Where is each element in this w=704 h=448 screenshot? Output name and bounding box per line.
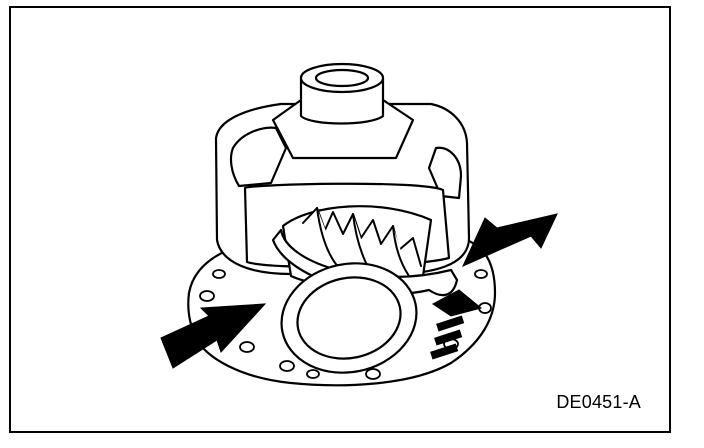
dash-mark-3 bbox=[430, 343, 459, 360]
dash-mark-1 bbox=[436, 315, 465, 332]
callout-arrow-left bbox=[160, 303, 267, 369]
differential-case-illustration bbox=[160, 62, 558, 387]
callout-arrow-small bbox=[432, 289, 483, 317]
figure-frame: DE0451-A bbox=[9, 6, 671, 433]
callout-arrow-right bbox=[461, 213, 558, 267]
case-window-right bbox=[427, 146, 463, 200]
hub-bore bbox=[314, 68, 370, 88]
dash-mark-2 bbox=[434, 329, 463, 346]
gear-teeth bbox=[302, 207, 422, 277]
figure-code-label: DE0451-A bbox=[556, 392, 641, 412]
case-window-left bbox=[229, 126, 288, 188]
thrust-washer-inner bbox=[296, 276, 402, 360]
